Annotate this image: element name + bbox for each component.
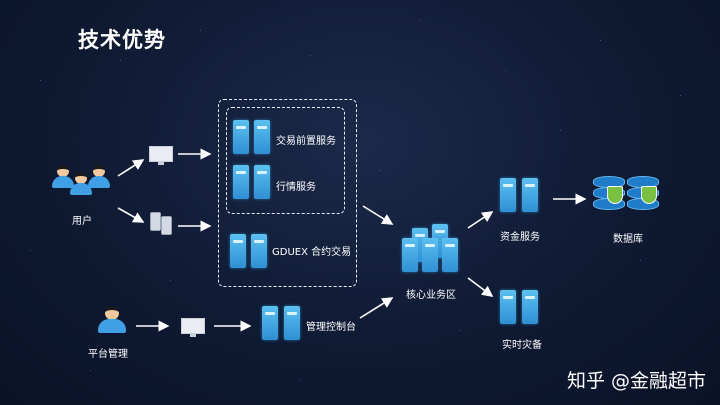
admin-console-label: 管理控制台 [306, 322, 356, 333]
shield-icon [641, 186, 657, 204]
server-icon [262, 306, 278, 340]
server-icon [233, 120, 249, 154]
arrow-core-to-funds [467, 211, 494, 229]
page-title: 技术优势 [78, 28, 166, 52]
server-icon [254, 165, 270, 199]
server-icon [522, 178, 538, 212]
server-icon [522, 290, 538, 324]
funds-service-label: 资金服务 [500, 232, 540, 243]
server-icon [233, 165, 249, 199]
gduex-contract-label: GDUEX 合约交易 [272, 247, 352, 258]
arrow-users-to-monitor [117, 159, 145, 177]
trading-group-inner [226, 107, 345, 214]
arrow-users-to-mobile [117, 207, 145, 223]
mobile-phone-icon [161, 216, 172, 235]
server-icon [422, 238, 438, 272]
users-label: 用户 [72, 216, 92, 227]
realtime-backup-label: 实时灾备 [502, 340, 542, 351]
shield-icon [607, 186, 623, 204]
desktop-monitor-icon [181, 318, 205, 337]
mobile-phone-icon [150, 212, 161, 231]
arrow-box-to-core [362, 205, 394, 225]
core-business-label: 核心业务区 [406, 290, 456, 301]
server-icon [251, 234, 267, 268]
trading-group-outer [218, 99, 357, 287]
server-icon [402, 238, 418, 272]
server-icon [284, 306, 300, 340]
server-icon [254, 120, 270, 154]
server-icon [442, 238, 458, 272]
server-icon [500, 178, 516, 212]
database-label: 数据库 [613, 234, 643, 245]
server-icon [500, 290, 516, 324]
market-service-label: 行情服务 [276, 182, 316, 193]
arrow-core-to-backup [467, 277, 494, 297]
trade-gateway-label: 交易前置服务 [276, 136, 336, 147]
arrow-console-to-core [359, 297, 394, 319]
desktop-monitor-icon [149, 146, 173, 165]
platform-admin-label: 平台管理 [88, 349, 128, 360]
watermark: 知乎 @金融超市 [566, 370, 706, 392]
server-icon [230, 234, 246, 268]
